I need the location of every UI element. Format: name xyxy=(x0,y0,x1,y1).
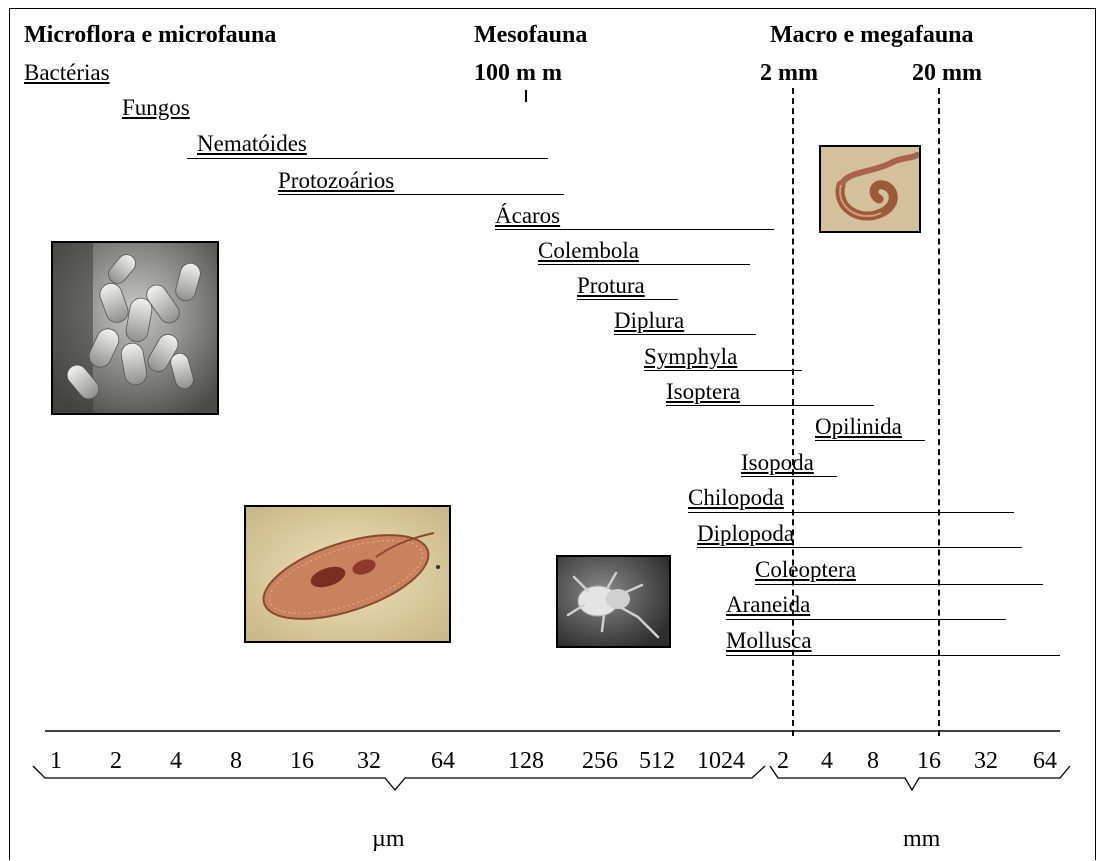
mm-tick-label: 32 xyxy=(974,748,998,775)
um-tick-label: 64 xyxy=(431,748,455,775)
um-tick-label: 1 xyxy=(50,748,62,775)
unit-label-um: µm xyxy=(372,826,405,853)
mm-tick-label: 4 xyxy=(821,748,833,775)
mm-tick-label: 64 xyxy=(1033,748,1057,775)
um-tick-label: 32 xyxy=(357,748,381,775)
um-tick-label: 128 xyxy=(508,748,544,775)
um-tick-label: 1024 xyxy=(697,748,745,775)
um-tick-label: 8 xyxy=(230,748,242,775)
mm-tick-label: 8 xyxy=(867,748,879,775)
um-tick-label: 512 xyxy=(639,748,675,775)
um-tick-label: 256 xyxy=(582,748,618,775)
um-tick-label: 2 xyxy=(110,748,122,775)
um-tick-label: 16 xyxy=(290,748,314,775)
mm-tick-label: 16 xyxy=(917,748,941,775)
unit-label-mm: mm xyxy=(903,826,940,853)
um-tick-label: 4 xyxy=(170,748,182,775)
mm-tick-label: 2 xyxy=(777,748,789,775)
